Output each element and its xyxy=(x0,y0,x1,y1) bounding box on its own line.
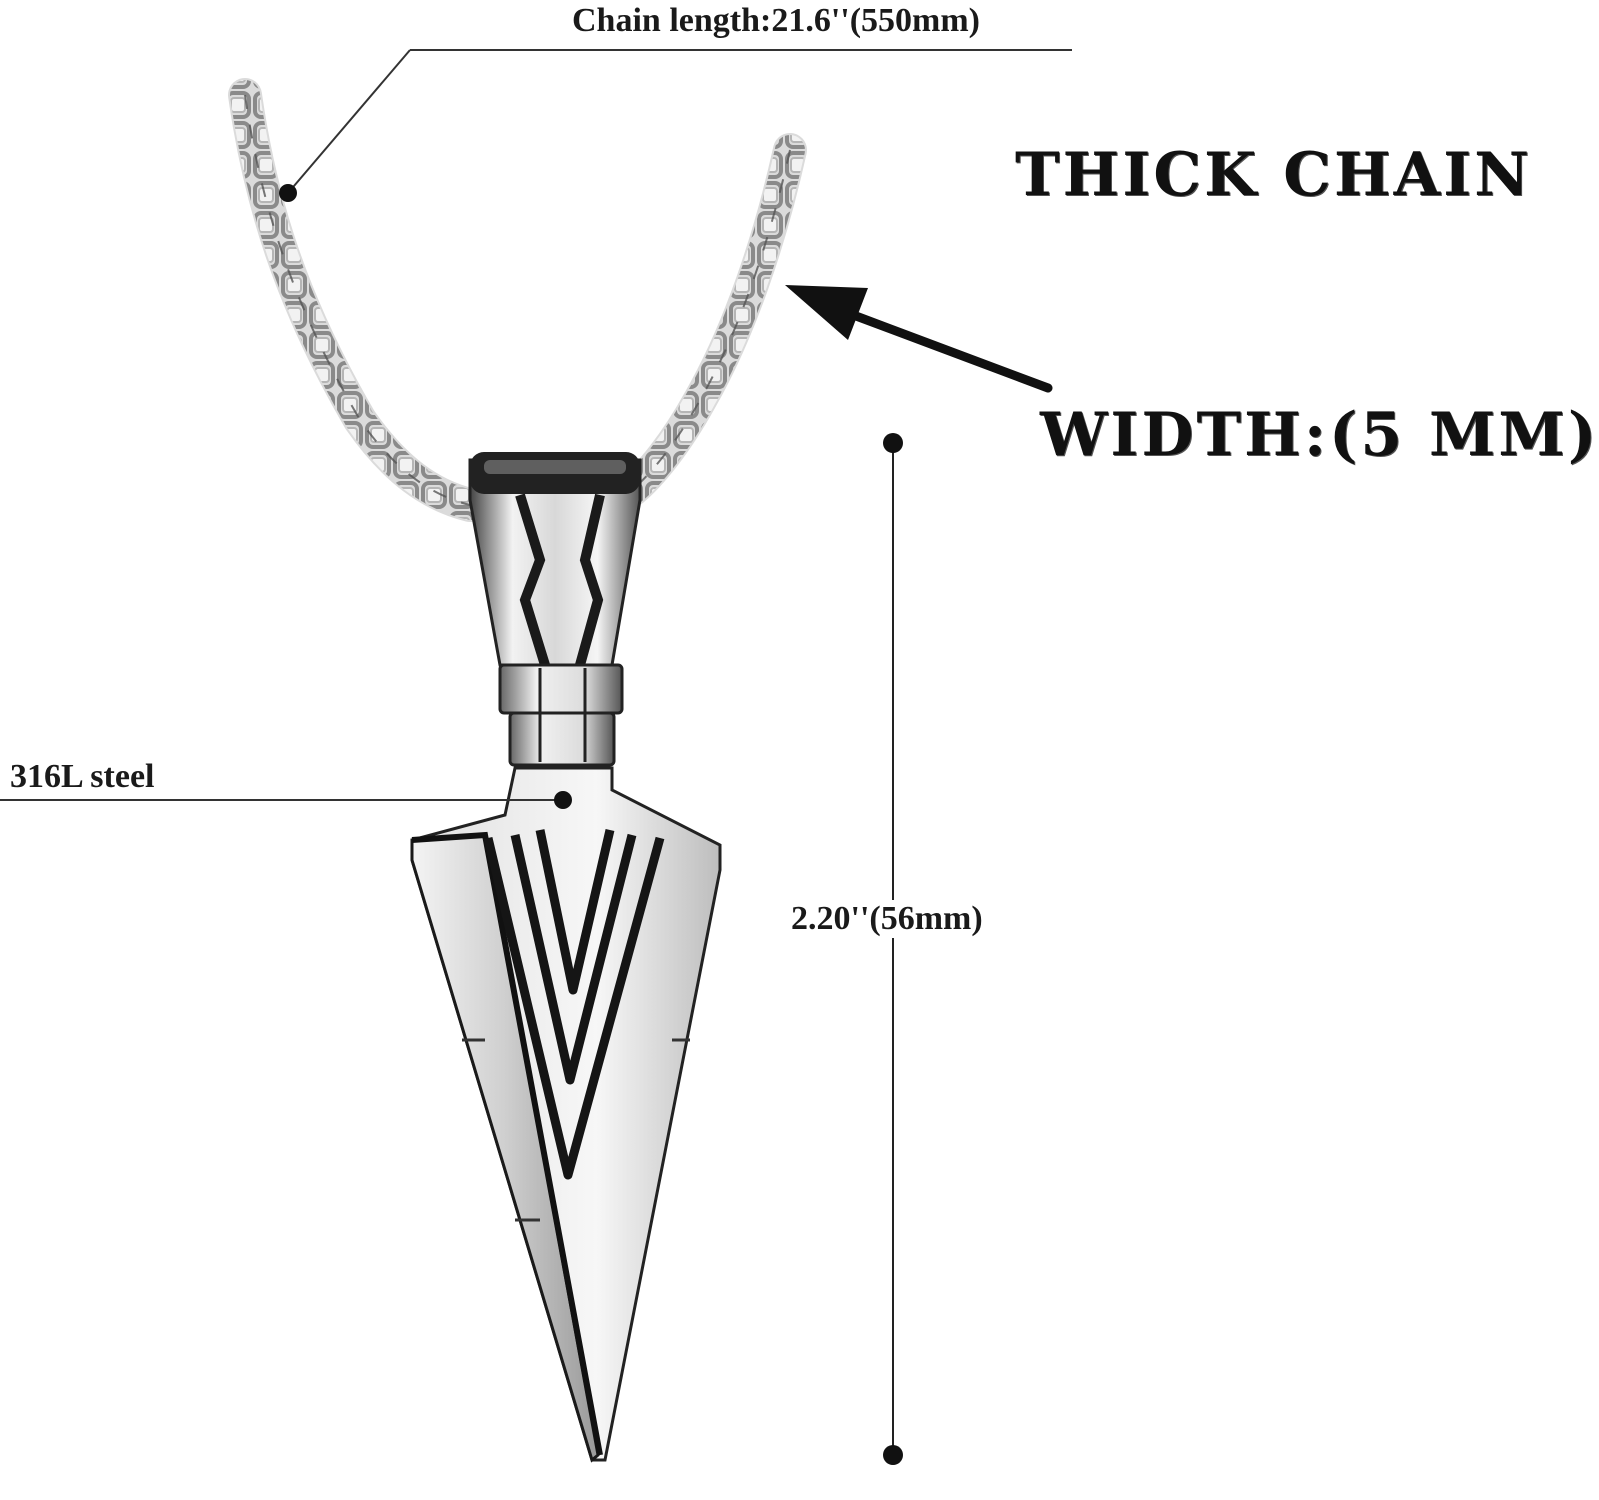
pendant-length-label: 2.20''(56mm) xyxy=(787,900,987,938)
product-dimension-image: Chain length:21.6''(550mm) 316L steel 2.… xyxy=(0,2,1597,1465)
thick-chain-heading: THICK CHAIN xyxy=(1015,140,1533,210)
material-label: 316L steel xyxy=(10,758,155,795)
pendant-length-dimension-line xyxy=(883,433,903,1465)
product-illustration xyxy=(0,49,1072,1465)
chain-length-label: Chain length:21.6''(550mm) xyxy=(572,2,980,39)
chain-left-strand xyxy=(228,78,487,522)
spearhead-blade xyxy=(410,766,722,1463)
arrow-pointing-to-chain-icon xyxy=(785,285,1053,393)
pendant-bail xyxy=(468,452,642,667)
steel-leader xyxy=(0,791,572,809)
chain-right-strand xyxy=(615,133,807,507)
chain-width-heading: WIDTH:(5 MM) xyxy=(1040,400,1599,470)
chain-length-leader xyxy=(279,49,1072,202)
pendant-collar xyxy=(498,663,624,767)
